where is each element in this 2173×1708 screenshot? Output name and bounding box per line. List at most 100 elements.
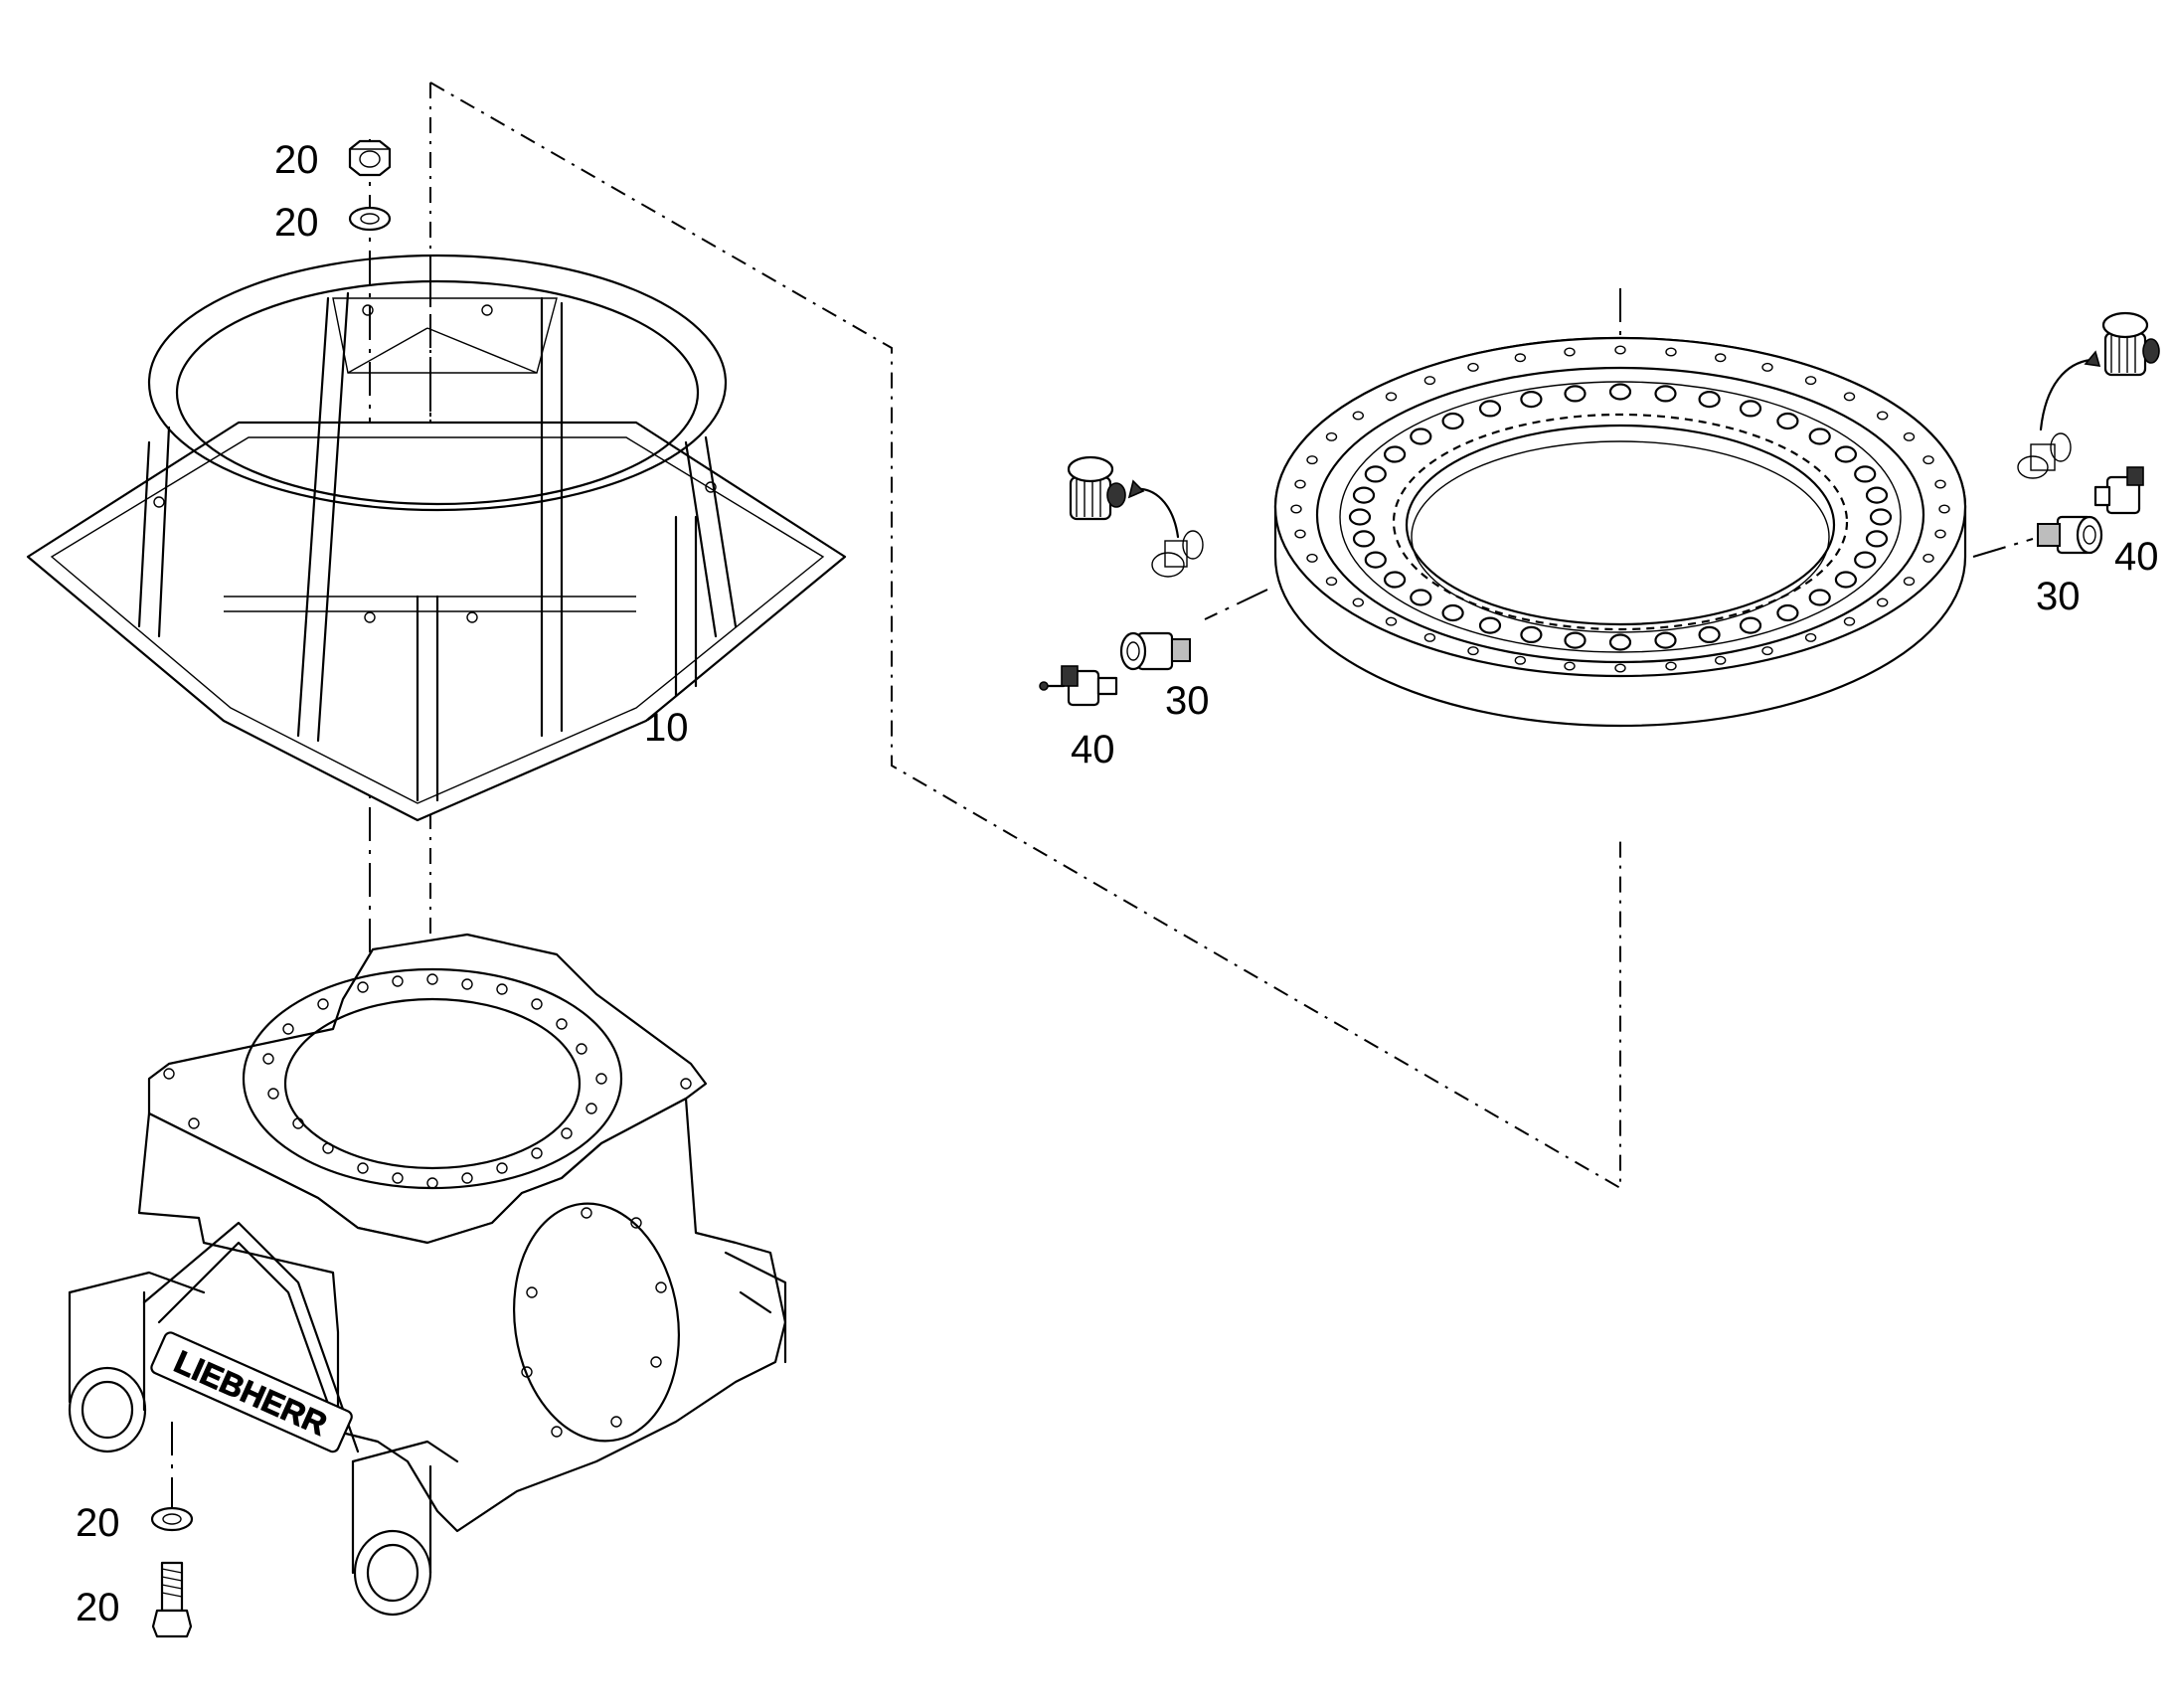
bearing-inner-hole	[1441, 412, 1464, 430]
bearing-inner-hole	[1776, 412, 1799, 430]
bearing-outer-hole	[1714, 353, 1727, 363]
bearing-inner-hole	[1654, 385, 1677, 403]
bearing-inner-hole	[1865, 486, 1889, 504]
bolt-part	[151, 1561, 193, 1638]
bearing-outer-hole	[1714, 655, 1727, 665]
bearing-outer-hole	[1761, 646, 1773, 656]
valve-40-right-icon	[2093, 466, 2144, 515]
bearing-outer-hole	[1843, 392, 1856, 402]
bearing-outer-hole	[1665, 347, 1677, 357]
bearing-inner-hole	[1364, 465, 1387, 483]
right-fitting-group	[2017, 311, 2160, 555]
bearing-inner-hole	[1410, 589, 1432, 606]
bearing-inner-hole	[1739, 400, 1762, 418]
bearing-inner-hole	[1608, 383, 1632, 401]
bearing-outer-hole	[1843, 616, 1856, 626]
left-pivot-lug	[68, 1366, 147, 1453]
bearing-outer-hole	[1306, 455, 1318, 465]
valve-40-left-icon	[1039, 665, 1118, 707]
washer-bottom-icon	[150, 1506, 194, 1532]
bearing-outer-hole	[1385, 392, 1398, 402]
bearing-inner-hole	[1654, 631, 1677, 649]
callout-bolt: 20	[76, 1586, 120, 1629]
housing-arm	[142, 1221, 360, 1453]
bearing-inner-hole	[1739, 616, 1762, 634]
bearing-inner-hole	[1834, 445, 1858, 463]
bearing-inner-hole	[1869, 508, 1893, 526]
housing-bolt-holes	[163, 973, 692, 1189]
bearing-outer-hole	[1290, 504, 1302, 514]
frame-top-ring	[147, 254, 728, 512]
bearing-outer-hole	[1294, 479, 1306, 489]
bearing-outer-hole	[1467, 646, 1479, 656]
slewing-ring-bearing	[1273, 336, 1967, 728]
bearing-outer-hole	[1325, 431, 1338, 441]
bearing-outer-hole	[1903, 577, 1916, 587]
bearing-inner-hole	[1808, 427, 1831, 445]
bearing-inner-hole	[1478, 616, 1502, 634]
bearing-outer-hole	[1938, 504, 1950, 514]
bearing-outer-hole	[1306, 553, 1318, 563]
bearing-outer-hole	[1564, 347, 1576, 357]
callout-labels: 20 20 10 30 40 30 40 20 20	[76, 138, 2159, 1629]
frame-legs	[137, 291, 738, 802]
left-fitting-leader	[1204, 589, 1268, 620]
bearing-inner-hole	[1383, 445, 1407, 463]
bearing-inner-hole	[1352, 530, 1376, 548]
bearing-inner-hole	[1698, 625, 1721, 644]
housing-body	[137, 1097, 787, 1533]
grease-nipple-right-icon	[2017, 432, 2072, 479]
bearing-inner-hole	[1608, 633, 1632, 651]
housing-side-cover	[512, 1202, 681, 1443]
bearing-inner-bore	[1405, 424, 1836, 626]
bearing-inner-hole	[1410, 427, 1432, 445]
bearing-inner-hole	[1564, 631, 1587, 649]
bearing-outer-hole	[1423, 376, 1436, 386]
bearing-outer-hole	[1804, 632, 1817, 642]
callout-nut: 20	[274, 138, 319, 182]
bearing-outer-hole	[1385, 616, 1398, 626]
bearing-inner-hole	[1364, 551, 1387, 569]
callout-fitting-left: 30	[1165, 679, 1210, 723]
bearing-inner-hole	[1865, 530, 1889, 548]
bearing-inner-hole	[1854, 465, 1877, 483]
grease-cap-right-icon	[2101, 311, 2160, 377]
nut-part	[348, 139, 392, 177]
bearing-outer-hole	[1922, 455, 1934, 465]
bearing-outer-hole	[1325, 577, 1338, 587]
bearing-outer-hole	[1564, 661, 1576, 671]
grease-nipple-left-icon	[1151, 530, 1204, 578]
grease-cap-left-icon	[1067, 455, 1126, 521]
bearing-outer-hole	[1665, 661, 1677, 671]
bearing-outer-hole	[1761, 362, 1773, 372]
right-fitting-leader	[1972, 538, 2034, 558]
turntable-housing: LIEBHERR	[68, 933, 787, 1617]
bearing-outer-hole	[1903, 431, 1916, 441]
bearing-inner-hole	[1441, 603, 1464, 622]
bearing-inner-hole	[1478, 400, 1502, 418]
bearing-outer-hole	[1352, 598, 1365, 607]
bearing-outer-hole	[1876, 598, 1889, 607]
support-frame	[26, 254, 847, 822]
nut-icon	[348, 139, 392, 177]
bearing-outer-hole	[1876, 411, 1889, 421]
bearing-inner-hole	[1776, 603, 1799, 622]
bearing-inner-hole	[1383, 571, 1407, 589]
bearing-inner-hole	[1698, 391, 1721, 409]
bearing-inner-hole	[1854, 551, 1877, 569]
callout-fitting-right: 30	[2036, 575, 2081, 618]
left-fitting-group	[1039, 455, 1204, 707]
bearing-outer-hole	[1514, 353, 1527, 363]
bearing-outer-hole	[1514, 655, 1527, 665]
washer-bottom-part	[150, 1506, 194, 1532]
washer-icon	[348, 206, 392, 232]
bearing-inner-holes	[1348, 383, 1893, 651]
bearing-outer-hole	[1922, 553, 1934, 563]
callout-valve-left: 40	[1071, 728, 1115, 771]
fitting-30-right-icon	[2037, 515, 2103, 555]
front-pivot-lug	[353, 1529, 432, 1617]
bearing-outer-holes	[1290, 345, 1950, 673]
bearing-inner-hole	[1834, 571, 1858, 589]
